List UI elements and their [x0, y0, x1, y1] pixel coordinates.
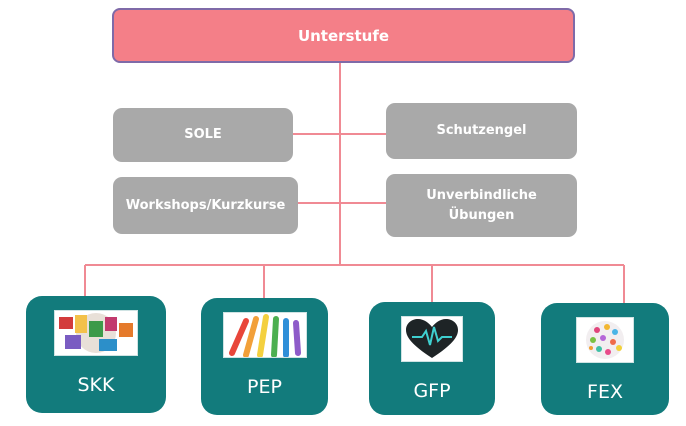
workshops-box: Workshops/Kurzkurse [113, 177, 298, 234]
unverbindliche-uebungen-label: Unverbindliche Übungen [426, 187, 537, 223]
unverbindliche-uebungen-box: Unverbindliche Übungen [386, 174, 577, 237]
schutzengel-box: Schutzengel [386, 103, 577, 159]
pep-box: PEP [201, 298, 328, 415]
pep-label: PEP [247, 376, 282, 398]
workshops-label: Workshops/Kurzkurse [125, 197, 286, 213]
globe-collage-icon [54, 310, 138, 356]
skk-box: SKK [26, 296, 166, 413]
fex-box: FEX [541, 303, 669, 415]
sole-box: SOLE [113, 108, 293, 162]
skk-label: SKK [77, 374, 115, 396]
colorful-sphere-icon [576, 317, 634, 363]
heart-heartbeat-icon [401, 316, 463, 362]
gfp-label: GFP [413, 380, 451, 402]
unterstufe-label: Unterstufe [297, 26, 390, 45]
sole-label: SOLE [184, 127, 222, 142]
gfp-box: GFP [369, 302, 495, 415]
raised-hands-icon [222, 312, 307, 358]
unterstufe-box: Unterstufe [112, 8, 575, 63]
schutzengel-label: Schutzengel [436, 123, 527, 138]
fex-label: FEX [587, 381, 623, 403]
